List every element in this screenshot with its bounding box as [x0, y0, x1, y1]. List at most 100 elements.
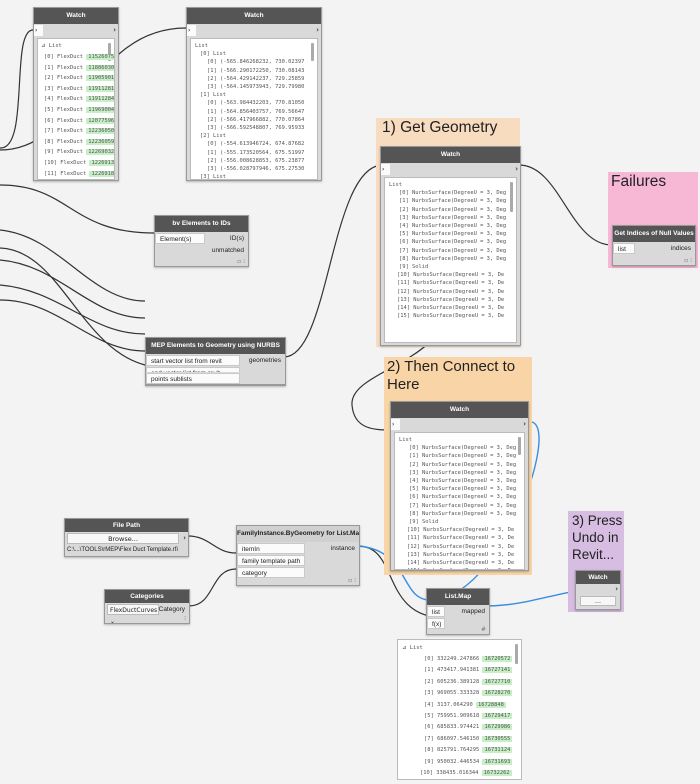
watch-panel[interactable]: ⊿ List [0] FlexDuct 11526075[1] FlexDuct…	[37, 38, 115, 180]
output-port[interactable]: ›	[183, 534, 186, 542]
list-line: [15] NurbsSurface(DegreeU = 3, De	[397, 313, 505, 320]
element-id: 11905901	[86, 75, 115, 82]
row-index: [4]	[44, 96, 54, 103]
output-port[interactable]: ›	[113, 26, 116, 34]
row-label: FlexDuct	[57, 75, 83, 82]
output-port-instance[interactable]: instance	[330, 545, 355, 552]
watch-node-vectors[interactable]: Watch › › List[0] List[0] (-565.84626823…	[186, 7, 322, 181]
row-value: 332249.247866	[437, 656, 480, 662]
watch-panel[interactable]: List[0] NurbsSurface(DegreeU = 3, Deg[1]…	[394, 432, 525, 570]
list-item: [3] FlexDuct 11911281	[44, 85, 115, 93]
scrollbar[interactable]	[515, 644, 518, 664]
row-value: 685833.974421	[437, 724, 480, 731]
node-resize-icon[interactable]: ⁝	[184, 615, 186, 622]
list-line: List	[195, 43, 208, 49]
row-label: FlexDuct	[57, 128, 83, 135]
node-resize-icon[interactable]: ▫ ⁝	[684, 257, 692, 264]
list-line: [2] (-566.417966882, 770.07864	[207, 116, 305, 123]
list-line: [1] NurbsSurface(DegreeU = 3, Deg	[399, 198, 507, 205]
row-label: FlexDuct	[57, 107, 83, 113]
list-line: [4] NurbsSurface(DegreeU = 3, Deg	[409, 478, 517, 484]
list-line: [3] NurbsSurface(DegreeU = 3, Deg	[409, 469, 517, 476]
node-title: FamilyInstance.ByGeometry for List.Map	[237, 526, 359, 542]
node-title: bv Elements to IDs	[155, 216, 248, 232]
list-item: [8] FlexDuct 12236059	[44, 138, 114, 146]
output-port-mapped[interactable]: mapped	[461, 608, 486, 615]
list-map-node[interactable]: List.Map list f(x) mapped #	[426, 588, 490, 635]
input-port-start-vector[interactable]: start vector list from revit	[146, 355, 240, 366]
output-port-indices[interactable]: indices	[670, 245, 691, 252]
output-port[interactable]: ›	[523, 420, 526, 428]
list-line: [3] (-564.145973943, 729.79980	[207, 84, 305, 90]
element-id: 16727141	[482, 667, 513, 674]
row-index: [3]	[424, 690, 434, 697]
output-port[interactable]: ›	[316, 26, 319, 34]
node-title: Watch	[34, 8, 118, 24]
watch-node-flexducts[interactable]: Watch › › ⊿ List [0] FlexDuct 11526075[1…	[33, 7, 119, 181]
list-line: [9] Solid	[399, 264, 429, 270]
row-index: [1]	[424, 667, 434, 674]
row-label: FlexDuct	[57, 96, 83, 103]
list-line: [8] NurbsSurface(DegreeU = 3, Deg	[399, 255, 507, 262]
input-port-list[interactable]: list	[427, 606, 445, 617]
element-id: 16730555	[482, 735, 513, 742]
list-line: [4] NurbsSurface(DegreeU = 3, Deg	[399, 223, 507, 229]
watch-value-button[interactable]: ...	[580, 596, 616, 606]
row-index: [0]	[44, 54, 54, 60]
output-port-unmatched[interactable]: unmatched	[211, 247, 244, 254]
input-port-fx[interactable]: f(x)	[427, 618, 445, 629]
row-index: [2]	[424, 678, 434, 685]
scrollbar[interactable]	[510, 182, 513, 212]
input-port[interactable]: ›	[34, 25, 43, 36]
scrollbar[interactable]	[108, 43, 111, 61]
input-port[interactable]: ›	[391, 419, 400, 430]
row-index: [6]	[424, 724, 434, 731]
list-line: [11] NurbsSurface(DegreeU = 3, De	[397, 280, 505, 287]
row-label: FlexDuct	[57, 117, 83, 124]
watch-node-geometry[interactable]: Watch › › List[0] NurbsSurface(DegreeU =…	[380, 146, 521, 346]
bv-elements-to-ids-node[interactable]: bv Elements to IDs Element(s) ID(s) unma…	[154, 215, 249, 267]
output-port-category[interactable]: Category	[158, 606, 185, 613]
result-preview-panel[interactable]: ⊿ List [0] 332249.247866 16720572[1] 473…	[397, 639, 522, 780]
list-line: [14] NurbsSurface(DegreeU = 3, De	[407, 560, 515, 566]
watch-node-undo[interactable]: Watch ... ›	[575, 570, 621, 610]
wire-left-in1	[0, 229, 146, 302]
input-port-list[interactable]: list	[613, 243, 635, 254]
output-port-ids[interactable]: ID(s)	[229, 235, 244, 242]
node-resize-icon[interactable]: ▫ ⁝	[237, 258, 245, 265]
node-resize-icon[interactable]: ▫ ⁝	[348, 577, 356, 584]
input-port-elements[interactable]: Element(s)	[155, 233, 205, 244]
input-port-points-sublists[interactable]: points sublists	[146, 373, 240, 384]
wire-left-to-bv	[0, 184, 155, 234]
output-port[interactable]: ›	[615, 585, 618, 593]
family-instance-node[interactable]: FamilyInstance.ByGeometry for List.Map i…	[236, 525, 360, 586]
watch-node-connect[interactable]: Watch › › List[0] NurbsSurface(DegreeU =…	[390, 401, 529, 571]
input-port[interactable]: ›	[187, 25, 196, 36]
row-value: 3137.064290	[437, 701, 473, 708]
wire-left-in5	[0, 247, 146, 366]
get-null-indices-node[interactable]: Get Indices of Null Values list indices …	[612, 225, 696, 266]
element-id: 11911281	[86, 85, 115, 92]
watch-panel[interactable]: List[0] List[0] (-565.846268232, 730.023…	[190, 38, 318, 180]
output-port-geometries[interactable]: geometries	[248, 357, 281, 364]
categories-node[interactable]: Categories FlexDuctCurves ⌄ Category ⁝	[104, 589, 190, 625]
node-resize-icon[interactable]: #	[480, 626, 486, 633]
row-index: [1]	[44, 64, 54, 71]
browse-button[interactable]: Browse...	[67, 533, 179, 544]
list-line: [3] NurbsSurface(DegreeU = 3, Deg	[399, 214, 507, 221]
category-dropdown[interactable]: FlexDuctCurves ⌄	[107, 604, 159, 625]
list-line: [15] NurbsSurface(DegreeU = 3, De	[407, 567, 514, 569]
scrollbar[interactable]	[518, 437, 521, 455]
input-port[interactable]: ›	[381, 164, 390, 175]
row-value: 825791.764295	[437, 747, 480, 754]
element-id: 16731124	[482, 747, 513, 754]
input-port-family-template[interactable]: family template path	[237, 555, 305, 566]
list-line: [7] NurbsSurface(DegreeU = 3, Deg	[399, 247, 507, 254]
element-id: 12269135	[89, 160, 114, 166]
input-port-category[interactable]: category	[237, 567, 305, 578]
scrollbar[interactable]	[311, 43, 314, 61]
output-port[interactable]: ›	[515, 165, 518, 173]
input-port-itemin[interactable]: itemIn	[237, 543, 305, 554]
watch-panel[interactable]: List[0] NurbsSurface(DegreeU = 3, Deg[1]…	[384, 177, 517, 343]
file-path-node[interactable]: File Path Browse... › C:\...\TOOLS\rMEP\…	[64, 518, 189, 557]
